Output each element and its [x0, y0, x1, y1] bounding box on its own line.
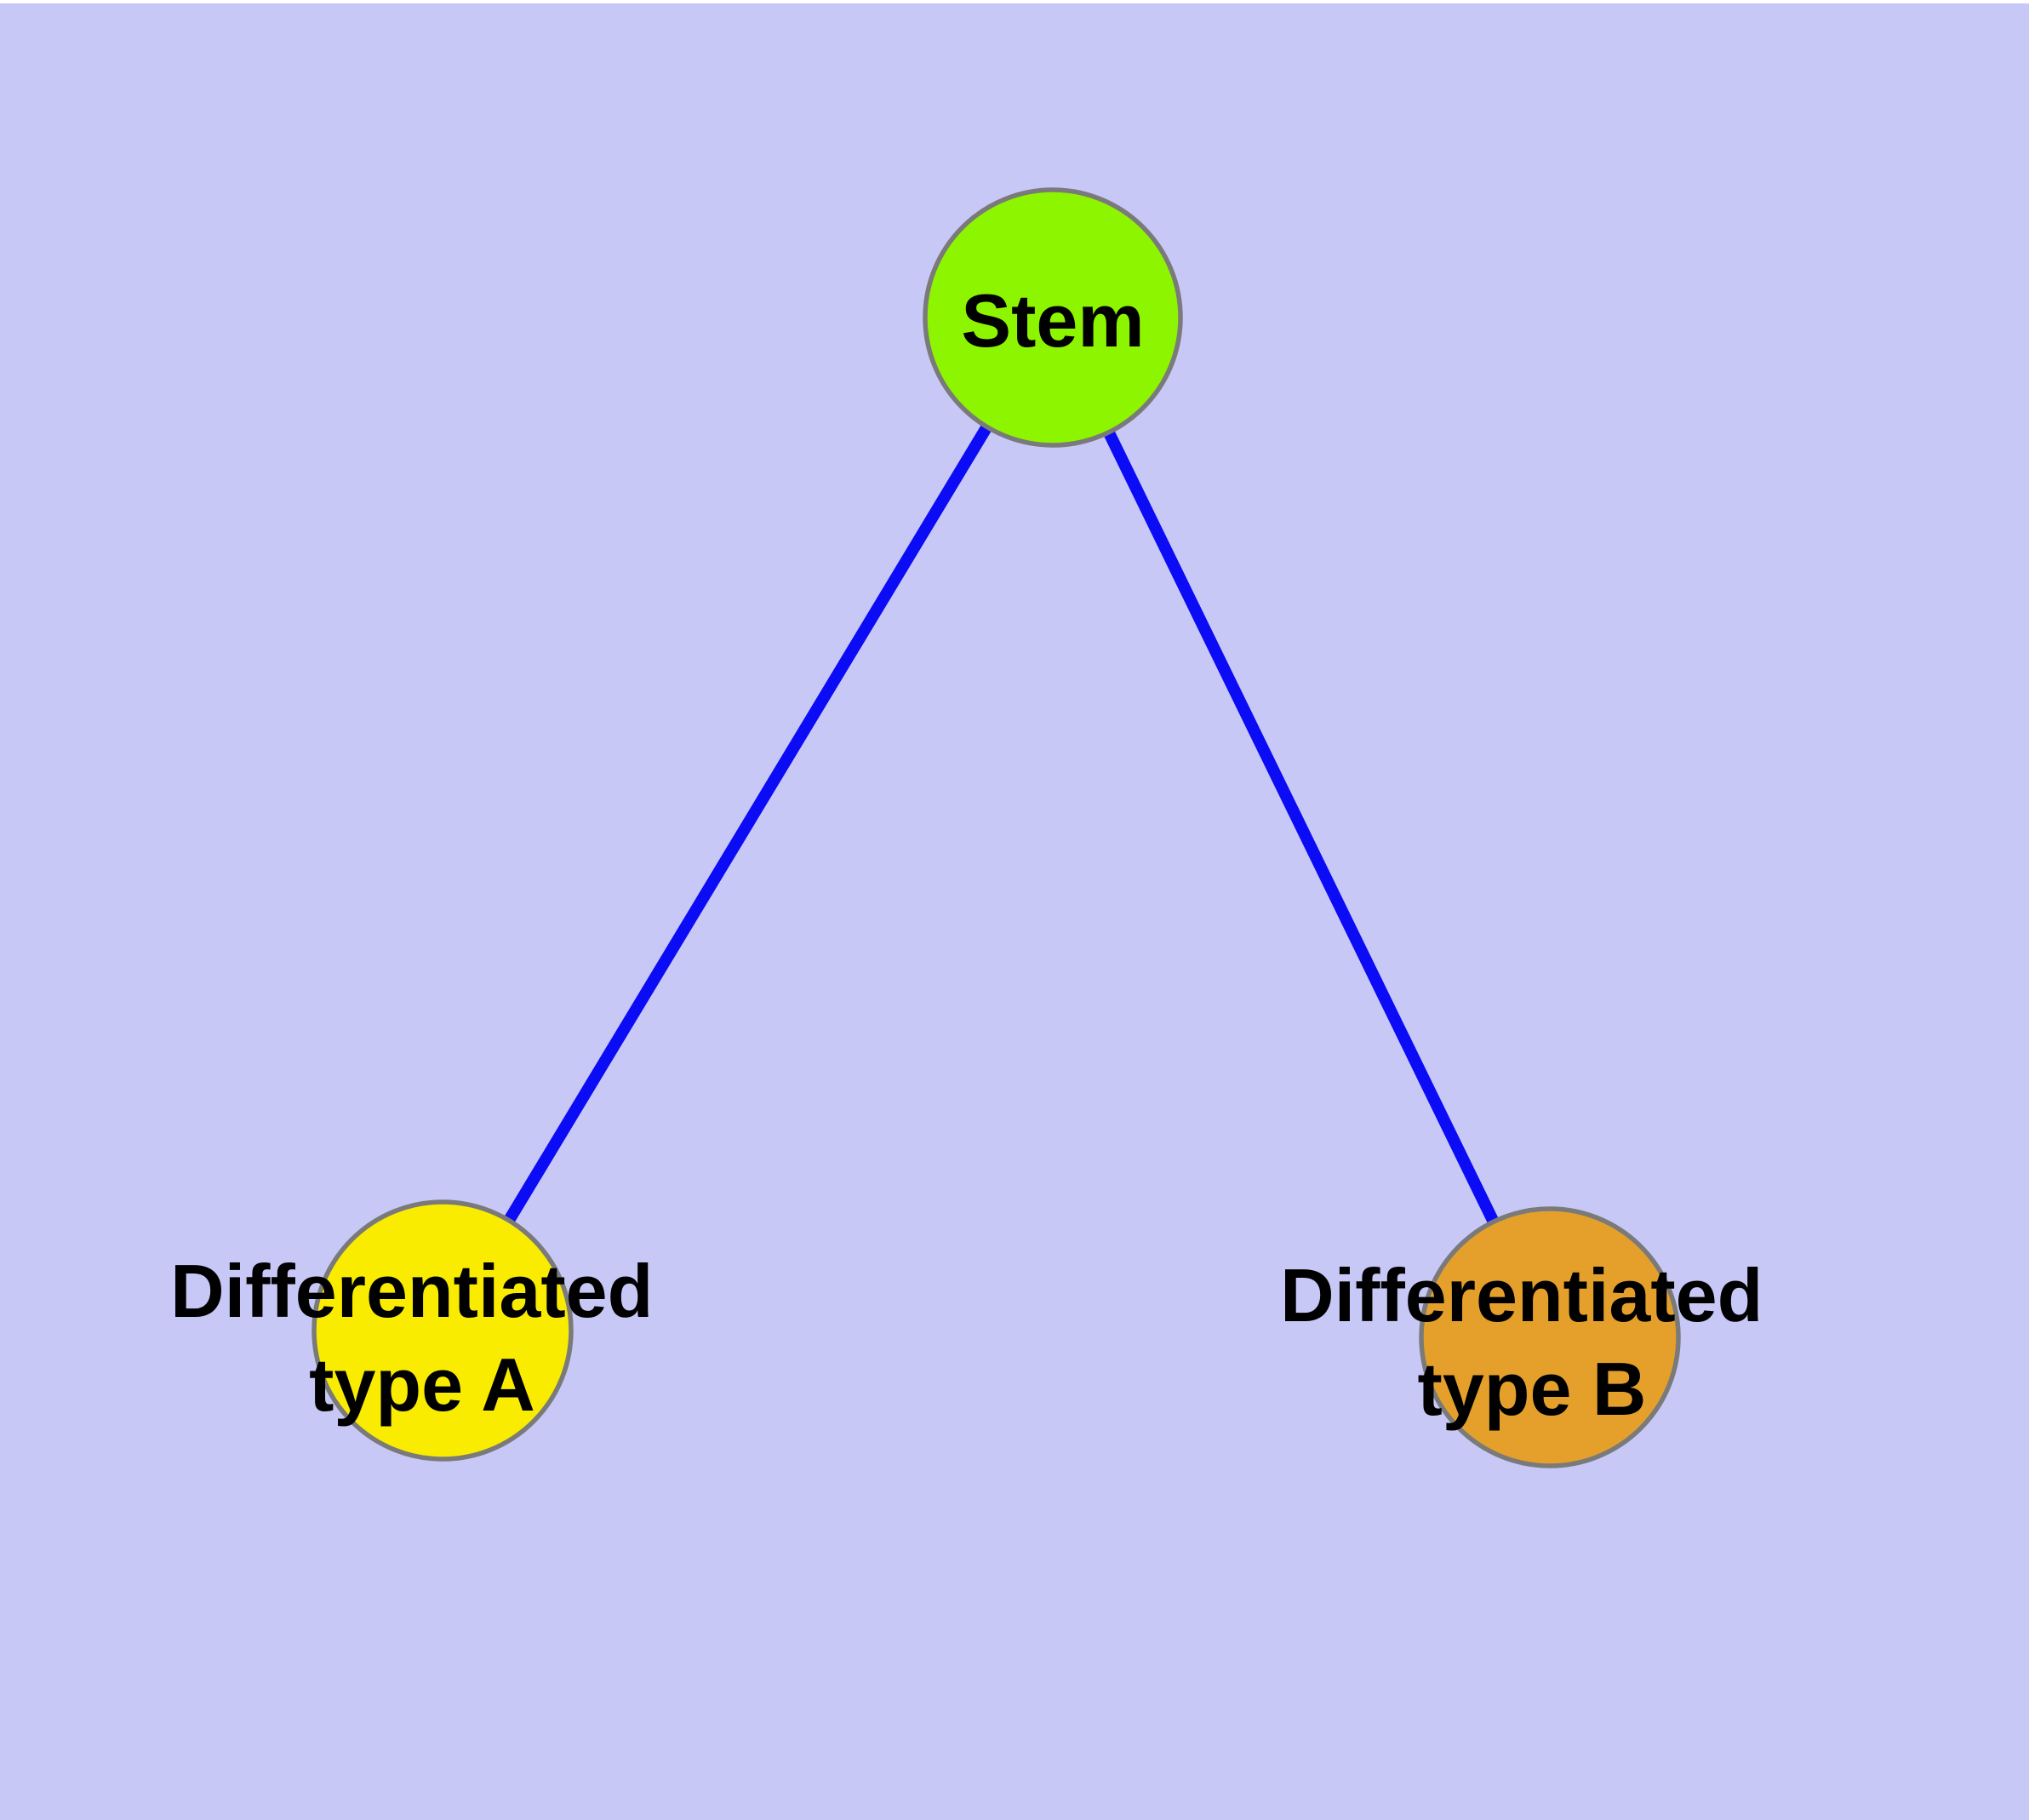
- node-type-b-label-line1: Differentiated: [1280, 1253, 1763, 1337]
- node-type-b-circle: [1419, 1206, 1681, 1468]
- node-type-a-label: Differentiated type A: [170, 1249, 674, 1427]
- top-edge-strip: [0, 0, 2029, 3]
- node-stem-label: Stem: [961, 278, 1144, 363]
- node-stem-circle: [923, 187, 1183, 448]
- node-type-a-circle: [311, 1199, 574, 1462]
- edge-stem-to-type-a: [437, 314, 1058, 1334]
- node-type-b-label: Differentiated type B: [1280, 1253, 1784, 1431]
- node-type-b-label-line2: type B: [1418, 1347, 1647, 1431]
- node-type-a-label-line2: type A: [309, 1342, 535, 1427]
- edge-stem-to-type-b: [1047, 314, 1556, 1341]
- node-type-a-label-line1: Differentiated: [170, 1249, 653, 1333]
